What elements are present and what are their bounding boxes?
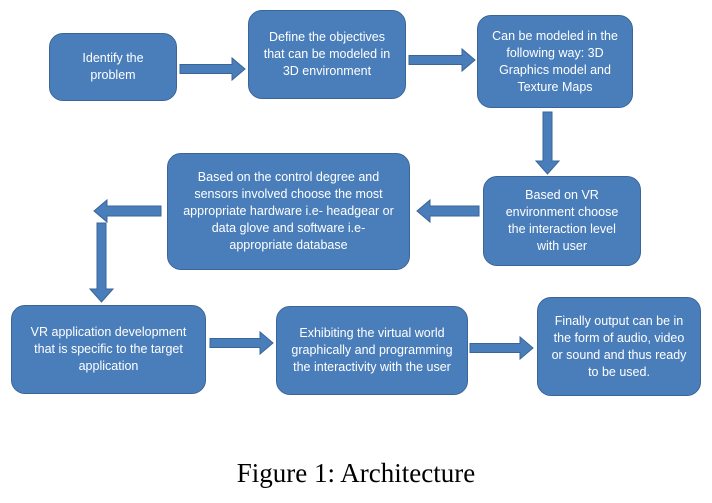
arrow-interaction-to-hardware: [416, 198, 480, 224]
step-identify-problem-text: Identify the problem: [82, 51, 144, 82]
arrow-identify-to-define: [179, 56, 246, 82]
step-vr-development-text: VR application development that is speci…: [30, 325, 187, 373]
step-define-objectives: Define the objectives that can be modele…: [248, 10, 406, 99]
step-exhibit-virtual-world-text: Exhibiting the virtual world graphically…: [291, 326, 453, 374]
step-choose-hardware-software: Based on the control degree and sensors …: [167, 153, 410, 270]
step-interaction-level: Based on VR environment choose the inter…: [483, 176, 641, 266]
arrow-modeled-to-interaction: [534, 111, 561, 175]
step-interaction-level-text: Based on VR environment choose the inter…: [505, 188, 619, 253]
step-modeling-method: Can be modeled in the following way: 3D …: [477, 15, 633, 108]
step-define-objectives-text: Define the objectives that can be modele…: [263, 30, 391, 78]
arrow-hardware-to-corner: [93, 198, 162, 224]
step-final-output: Finally output can be in the form of aud…: [537, 297, 701, 396]
arrow-exhibiting-to-output: [469, 335, 534, 361]
step-modeling-method-text: Can be modeled in the following way: 3D …: [492, 28, 618, 94]
arrow-development-to-exhibiting: [209, 330, 274, 356]
figure-caption: Figure 1: Architecture: [236, 458, 476, 488]
step-identify-problem: Identify the problem: [49, 33, 177, 101]
step-exhibit-virtual-world: Exhibiting the virtual world graphically…: [276, 306, 468, 395]
step-vr-development: VR application development that is speci…: [11, 305, 206, 394]
arrow-define-to-modeled: [408, 47, 476, 73]
step-final-output-text: Finally output can be in the form of aud…: [551, 313, 687, 379]
step-choose-hardware-software-text: Based on the control degree and sensors …: [183, 170, 394, 252]
arrow-corner-to-development: [88, 222, 115, 303]
